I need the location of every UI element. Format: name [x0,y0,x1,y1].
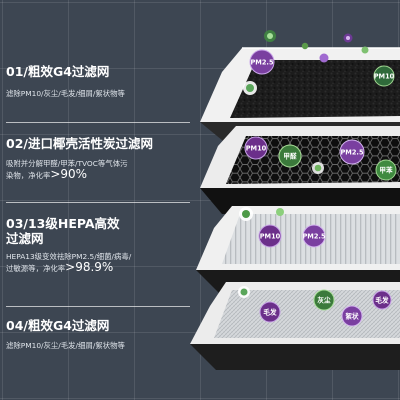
bubble-toluene-icon [375,159,397,181]
layer-2-panel [200,126,400,214]
bubble-pm10-l3-label: PM10 [260,233,281,241]
bubble-pm25-label: PM2.5 [250,59,273,67]
layer-3-desc: HEPA13级变效祛除PM2.5/细菌/病毒/ 过敏源等，净化率>98.9% [6,251,196,274]
layer-3-rate: >98.9% [65,260,114,274]
bubble-dust-label: 灰尘 [317,296,331,305]
bubble-pm10-icon [373,65,395,87]
layer-3-title-line-2: 过滤网 [6,231,44,246]
layer-2-desc-line-2: 染物，净化率>90% [6,167,196,181]
bubble-formaldehyde-icon [278,144,302,168]
bubble-hair-icon [259,301,281,323]
layer-1-label: 01/粗效G4过滤网 滤除PM10/灰尘/毛发/细屑/絮状物等 [6,64,196,99]
bubble-dust-icon [313,289,335,311]
divider-3 [6,306,190,307]
layer-3-bubbles: PM10 PM2.5 [239,207,326,248]
bubble-hair-2-icon [372,290,392,310]
bubble-pm25-icon [249,49,275,75]
layer-3-desc-line-2: 过敏源等，净化率>98.9% [6,260,196,274]
layer-2-desc-line-2-text: 染物，净化率 [6,171,51,180]
layer-2-label: 02/进口椰壳活性炭过滤网 吸附并分解甲醛/甲苯/TVOC等气体污 染物，净化率… [6,136,196,181]
divider-1 [6,122,190,123]
layer-3-desc-line-1: HEPA13级变效祛除PM2.5/细菌/病毒/ [6,252,132,261]
bubble-hair-2-label: 毛发 [375,296,389,305]
layer-4-title: 04/粗效G4过滤网 [6,318,110,333]
layer-3-desc-line-2-text: 过敏源等，净化率 [6,264,66,273]
bubble-toluene-label: 甲苯 [379,166,393,175]
layer-4-panel [190,282,400,370]
layer-1-desc: 滤除PM10/灰尘/毛发/细屑/絮状物等 [6,89,125,98]
bubble-pm25-l2-label: PM2.5 [340,149,363,157]
bubble-pm25-l3-icon [302,224,326,248]
bubble-formaldehyde-label: 甲醛 [283,152,297,161]
layer-2-bubbles: PM10 甲醛 PM2.5 甲苯 [244,136,397,181]
bubble-pm10-l2-icon [244,136,268,160]
layer-1-carbon [230,60,400,118]
layer-2-desc-line-1: 吸附并分解甲醛/甲苯/TVOC等气体污 [6,159,128,168]
layer-3-title: 03/13级HEPA高效 过滤网 [6,216,196,246]
floating-particles [264,30,388,85]
divider-2 [6,202,190,203]
layer-2-title: 02/进口椰壳活性炭过滤网 [6,136,153,151]
bubble-pm10-l3-icon [258,224,282,248]
bubble-pm25-l3-label: PM2.5 [302,233,325,241]
layer-3-title-line-1: 03/13级HEPA高效 [6,216,120,231]
bubble-floc-label: 絮状 [345,312,359,321]
layer-3-label: 03/13级HEPA高效 过滤网 HEPA13级变效祛除PM2.5/细菌/病毒/… [6,216,196,274]
layer-4-side [190,344,400,370]
bubble-floc-icon [341,305,363,327]
layer-4-label: 04/粗效G4过滤网 滤除PM10/灰尘/毛发/细屑/絮状物等 [6,318,196,351]
layer-1-bubbles: PM2.5 PM10 [243,49,395,95]
layer-1-title: 01/粗效G4过滤网 [6,64,110,79]
layer-4-desc: 滤除PM10/灰尘/毛发/细屑/絮状物等 [6,341,125,350]
bubble-pm25-l2-icon [339,139,365,165]
layer-4-bubbles: 毛发 灰尘 絮状 毛发 [238,286,392,327]
bubble-pm10-label: PM10 [374,73,395,81]
layer-2-desc: 吸附并分解甲醛/甲苯/TVOC等气体污 染物，净化率>90% [6,158,196,181]
layer-2-rate: >90% [50,167,88,181]
bubble-hair-label: 毛发 [263,308,277,317]
bubble-pm10-l2-label: PM10 [246,145,267,153]
